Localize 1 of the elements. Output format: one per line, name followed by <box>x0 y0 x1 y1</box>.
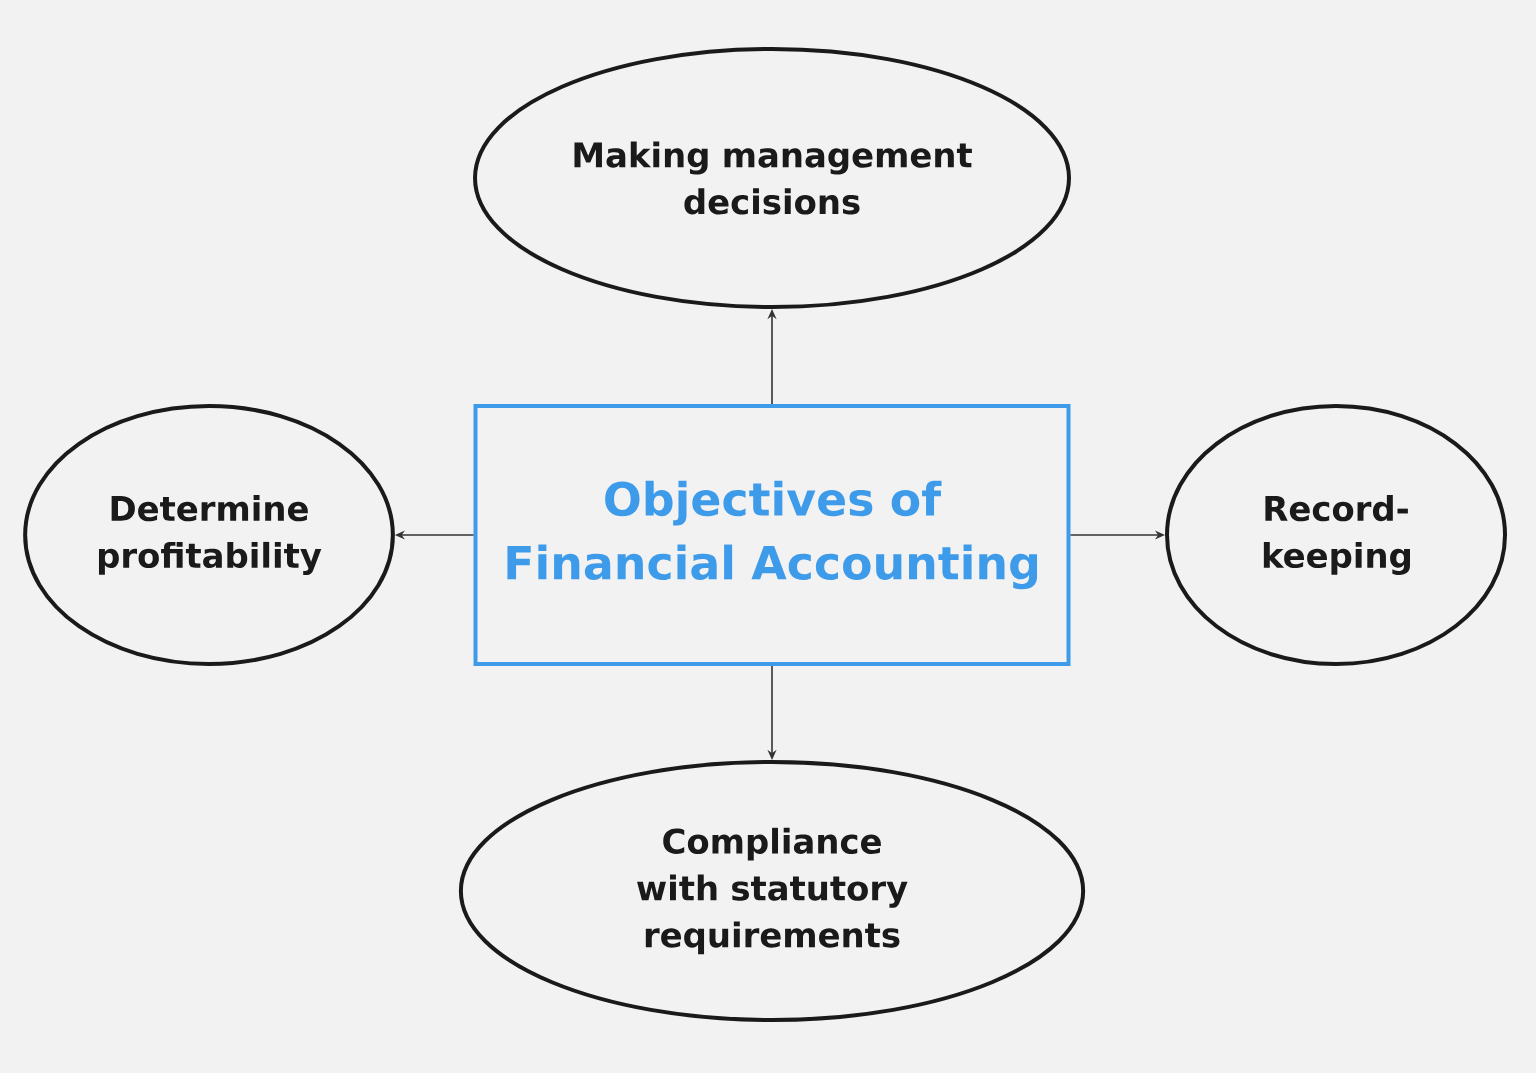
title-box: Objectives of Financial Accounting <box>473 404 1071 666</box>
